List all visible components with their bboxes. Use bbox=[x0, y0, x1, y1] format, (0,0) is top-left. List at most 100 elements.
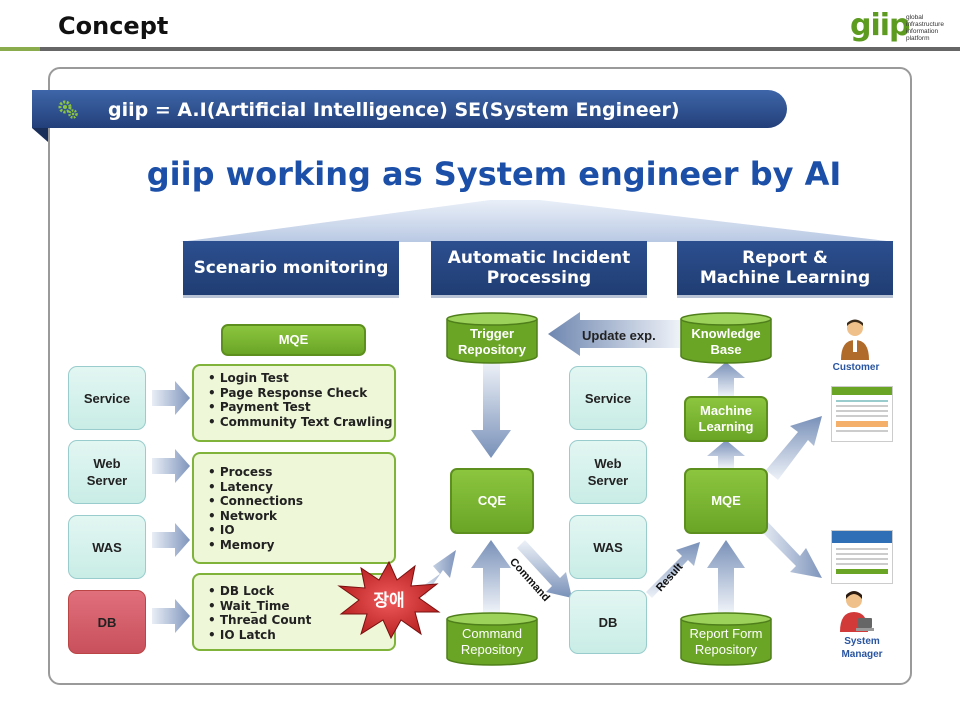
mid-service-label: Service bbox=[584, 390, 632, 406]
list-item: Network bbox=[208, 509, 394, 524]
list-item: Thread Count bbox=[208, 613, 394, 628]
server-metrics-list: Process Latency Connections Network IO M… bbox=[192, 452, 396, 564]
list-item: Wait_Time bbox=[208, 599, 394, 614]
list-item: Payment Test bbox=[208, 400, 394, 415]
column-report-ml: Report & Machine Learning bbox=[677, 241, 893, 295]
banner-fold bbox=[32, 128, 48, 142]
update-exp-label: Update exp. bbox=[582, 328, 656, 343]
knowledge-base-cylinder bbox=[680, 312, 772, 364]
left-web-line1: Web bbox=[93, 456, 121, 471]
list-item: IO Latch bbox=[208, 628, 394, 643]
mid-db-box: DB bbox=[569, 590, 647, 654]
left-was-label: WAS bbox=[92, 539, 122, 555]
arrow-update-exp bbox=[548, 312, 680, 356]
giip-logo: giip global infrastructure information p… bbox=[850, 8, 950, 44]
trigger-line1: Trigger bbox=[469, 326, 515, 341]
mid-web-server-box: Web Server bbox=[569, 440, 647, 504]
list-item: DB Lock bbox=[208, 584, 394, 599]
customer-report-thumbnail bbox=[831, 386, 893, 442]
list-item: Community Text Crawling bbox=[208, 415, 394, 430]
arrow-command bbox=[517, 540, 572, 598]
mid-web-line1: Web bbox=[594, 456, 622, 471]
column-report-line1: Report & bbox=[742, 248, 828, 268]
thumbnail-header bbox=[832, 531, 892, 543]
header-divider bbox=[0, 47, 960, 51]
page-title: Concept bbox=[58, 12, 169, 40]
customer-person-icon bbox=[841, 319, 869, 360]
concept-banner bbox=[32, 90, 787, 128]
left-db-label: DB bbox=[97, 614, 117, 630]
command-repository-cylinder bbox=[446, 612, 538, 666]
banner-text: giip = A.I(Artificial Intelligence) SE(S… bbox=[108, 99, 680, 121]
gears-icon bbox=[58, 100, 78, 119]
customer-label: Customer bbox=[832, 362, 880, 373]
list-item: Page Response Check bbox=[208, 386, 394, 401]
right-mqe-label: MQE bbox=[711, 493, 741, 508]
column-scenario-monitoring: Scenario monitoring bbox=[183, 241, 399, 295]
right-mqe-box: MQE bbox=[684, 468, 768, 534]
kb-line2: Base bbox=[710, 342, 742, 357]
left-mqe-box: MQE bbox=[221, 324, 366, 356]
command-repo-line1: Command bbox=[462, 626, 522, 641]
command-repo-line2: Repository bbox=[460, 642, 524, 657]
roof-shape bbox=[180, 200, 895, 242]
arrow-mqe-to-manager bbox=[760, 520, 822, 578]
list-item: Memory bbox=[208, 538, 394, 553]
mid-was-box: WAS bbox=[569, 515, 647, 579]
arrow-service-right bbox=[152, 381, 190, 415]
report-form-repository-label: Report Form Repository bbox=[680, 626, 772, 658]
cqe-box: CQE bbox=[450, 468, 534, 534]
arrow-trigger-to-cqe bbox=[471, 362, 511, 458]
ml-line2: Learning bbox=[698, 419, 754, 434]
db-metrics-list: DB Lock Wait_Time Thread Count IO Latch bbox=[192, 573, 396, 651]
left-db-box: DB bbox=[68, 590, 146, 654]
list-item: Process bbox=[208, 465, 394, 480]
arrow-web-right bbox=[152, 449, 190, 483]
left-service-label: Service bbox=[83, 390, 131, 406]
left-service-box: Service bbox=[68, 366, 146, 430]
list-item: IO bbox=[208, 523, 394, 538]
column-incident-line2: Processing bbox=[486, 268, 592, 288]
system-manager-person-icon bbox=[840, 591, 874, 632]
left-mqe-label: MQE bbox=[278, 332, 309, 347]
column-incident-processing: Automatic Incident Processing bbox=[431, 241, 647, 295]
arrow-was-right bbox=[152, 523, 190, 557]
arrow-db-right bbox=[152, 599, 190, 633]
system-manager-label: System Manager bbox=[828, 635, 896, 661]
arrow-ml-to-kb bbox=[707, 362, 745, 396]
report-repo-line2: Repository bbox=[694, 642, 758, 657]
logo-mark: giip bbox=[850, 8, 911, 43]
left-was-box: WAS bbox=[68, 515, 146, 579]
mid-web-line2: Server bbox=[587, 473, 629, 488]
mid-was-label: WAS bbox=[593, 539, 623, 555]
column-report-line2: Machine Learning bbox=[699, 268, 871, 288]
column-incident-line1: Automatic Incident bbox=[447, 248, 631, 268]
manager-report-thumbnail bbox=[831, 530, 893, 584]
thumbnail-header bbox=[832, 387, 892, 395]
fault-burst bbox=[337, 560, 441, 640]
report-repo-line1: Report Form bbox=[689, 626, 763, 641]
arrow-command-repo-to-cqe bbox=[471, 540, 511, 612]
left-web-line2: Server bbox=[86, 473, 128, 488]
knowledge-base-label: Knowledge Base bbox=[680, 326, 772, 358]
list-item: Login Test bbox=[208, 371, 394, 386]
arrow-result bbox=[646, 542, 700, 598]
sysmgr-line2: Manager bbox=[841, 649, 883, 660]
trigger-line2: Repository bbox=[458, 342, 526, 357]
column-scenario-label: Scenario monitoring bbox=[193, 258, 389, 278]
list-item: Latency bbox=[208, 480, 394, 495]
trigger-repository-cylinder bbox=[446, 312, 538, 364]
mid-db-label: DB bbox=[598, 614, 618, 630]
arrow-mqe-to-ml bbox=[707, 440, 745, 468]
mid-service-box: Service bbox=[569, 366, 647, 430]
report-form-repository-cylinder bbox=[680, 612, 772, 666]
cqe-label: CQE bbox=[477, 493, 507, 508]
fault-label: 장애 bbox=[373, 591, 405, 611]
sysmgr-line1: System bbox=[844, 636, 880, 647]
headline: giip working as System engineer by AI bbox=[146, 155, 842, 193]
logo-text: global infrastructure information platfo… bbox=[906, 14, 944, 42]
ml-line1: Machine bbox=[699, 403, 752, 418]
command-repository-label: Command Repository bbox=[446, 626, 538, 658]
arrow-report-repo-to-mqe bbox=[707, 540, 745, 612]
